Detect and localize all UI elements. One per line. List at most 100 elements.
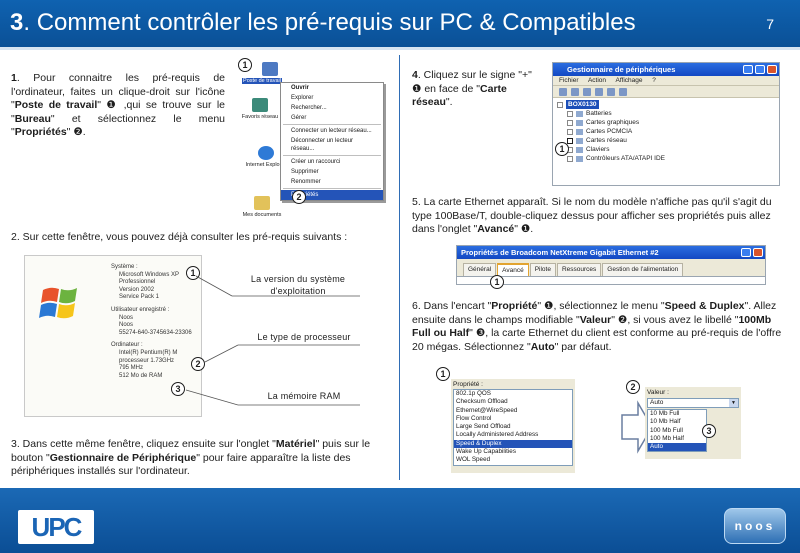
expand-icon[interactable]	[567, 128, 573, 135]
menu-help[interactable]: ?	[652, 77, 656, 84]
expand-icon[interactable]	[567, 137, 573, 144]
tab-ressources[interactable]: Ressources	[556, 263, 602, 276]
close-icon[interactable]	[767, 65, 777, 74]
help-icon[interactable]	[741, 248, 751, 257]
tab-pilote[interactable]: Pilote	[529, 263, 556, 276]
menu-action[interactable]: Action	[587, 77, 607, 84]
valeur-item[interactable]: 10 Mb Half	[650, 418, 681, 426]
footer-bar: UPC noos	[0, 488, 800, 553]
minimize-icon[interactable]	[743, 65, 753, 74]
property-item-speed-duplex[interactable]: Speed & Duplex	[454, 439, 572, 449]
menu-item-supprimer[interactable]: Supprimer	[291, 169, 319, 175]
property-item[interactable]: Wake Up Capabilities	[456, 448, 516, 456]
properties-icon[interactable]	[583, 88, 591, 96]
valeur-item[interactable]: 100 Mb Half	[650, 434, 684, 442]
valeur-item[interactable]: 10 Mb Full	[650, 410, 680, 417]
menu-separator	[283, 188, 381, 189]
windows-flag-icon	[39, 287, 77, 319]
valeur-list[interactable]: 10 Mb Full 10 Mb Half 100 Mb Full 100 Mb…	[647, 409, 707, 453]
display-icon	[576, 119, 583, 126]
marker-2-valeur: 2	[626, 380, 640, 394]
network-icon	[252, 98, 268, 112]
property-item[interactable]: Flow Control	[456, 414, 492, 422]
battery-icon	[576, 110, 583, 117]
expand-icon[interactable]	[567, 119, 573, 126]
menu-item-gerer[interactable]: Gérer	[291, 115, 307, 121]
menu-item-deconnecter-lecteur[interactable]: Déconnecter un lecteur réseau...	[291, 138, 354, 152]
keyboard-icon	[576, 146, 583, 153]
chevron-down-icon[interactable]: ▼	[729, 399, 738, 407]
step1-text: 1. Pour connaitre les pré-requis de l'or…	[11, 72, 225, 138]
menu-item-rechercher[interactable]: Rechercher...	[291, 105, 327, 111]
device-manager-window: Gestionnaire de périphériques Fichier Ac…	[552, 62, 780, 186]
property-item[interactable]: Ethernet@WireSpeed	[456, 406, 518, 414]
back-icon[interactable]	[559, 88, 567, 96]
network-card-icon	[576, 137, 583, 144]
tree-item-batteries[interactable]: Batteries	[567, 109, 775, 118]
menu-affichage[interactable]: Affichage	[615, 77, 643, 84]
column-divider	[399, 55, 400, 480]
step4-text: 4. Cliquez sur le signe "+" ❶ en face de…	[412, 69, 532, 108]
property-item[interactable]: 802.1p QOS	[456, 390, 492, 397]
tree-item-controleurs-ide[interactable]: Contrôleurs ATA/ATAPI IDE	[567, 154, 775, 163]
property-panel: Propriété : 802.1p QOS Checksum Offload …	[451, 379, 575, 473]
menu-item-connecter-lecteur[interactable]: Connecter un lecteur réseau...	[291, 128, 372, 134]
tree-item-cartes-pcmcia[interactable]: Cartes PCMCIA	[567, 127, 775, 136]
ide-controller-icon	[576, 155, 583, 162]
property-item[interactable]: WOL Speed	[456, 456, 491, 464]
expand-icon[interactable]	[567, 110, 573, 117]
expand-icon[interactable]	[567, 155, 573, 162]
desktop-icon-poste-de-travail[interactable]: Poste de travail	[240, 62, 284, 84]
property-item[interactable]: Locally Administered Address	[456, 431, 539, 439]
tree-item-cartes-graphiques[interactable]: Cartes graphiques	[567, 118, 775, 127]
window-controls	[743, 65, 777, 74]
valeur-item-auto[interactable]: Auto	[648, 443, 706, 452]
property-list[interactable]: 802.1p QOS Checksum Offload Ethernet@Wir…	[453, 389, 573, 466]
menu-item-renommer[interactable]: Renommer	[291, 179, 321, 185]
step5-text: 5. La carte Ethernet apparaît. Si le nom…	[412, 196, 772, 235]
upc-logo: UPC	[18, 510, 94, 544]
tab-general[interactable]: Général	[463, 263, 497, 276]
broadcom-titlebar: Propriétés de Broadcom NetXtreme Gigabit…	[457, 246, 765, 259]
menu-separator	[283, 155, 381, 156]
desktop-screenshot: 1 Poste de travail Favoris réseau Intern…	[236, 58, 386, 218]
tree-root[interactable]: BOX0130	[557, 100, 775, 109]
caption-os-version: La version du système d'exploitation	[250, 274, 346, 296]
menu-item-ouvrir[interactable]: Ouvrir	[291, 85, 310, 91]
desktop-icon-favoris-reseau[interactable]: Favoris réseau	[238, 98, 282, 120]
desktop-icon-mes-documents[interactable]: Mes documents	[240, 196, 284, 218]
tab-avance[interactable]: Avancé	[497, 263, 529, 276]
menu-fichier[interactable]: Fichier	[559, 77, 579, 84]
forward-icon[interactable]	[571, 88, 579, 96]
menu-item-explorer[interactable]: Explorer	[291, 95, 314, 101]
help-icon[interactable]	[607, 88, 615, 96]
desktop-icon-internet-explorer[interactable]: Internet Explorer	[244, 146, 288, 168]
close-icon[interactable]	[753, 248, 763, 257]
connector-lines	[185, 275, 360, 406]
step6-text: 6. Dans l'encart "Propriété" ❶, sélectio…	[412, 300, 782, 353]
window-controls	[741, 248, 763, 257]
property-item[interactable]: Large Send Offload	[456, 423, 511, 431]
valeur-item[interactable]: 100 Mb Full	[650, 426, 683, 434]
device-tree: BOX0130 Batteries Cartes graphiques Cart…	[553, 98, 779, 165]
windows-logo	[39, 284, 83, 322]
step2-text: 2. Sur cette fenêtre, vous pouvez déjà c…	[11, 231, 348, 243]
marker-1-desktop: 1	[238, 58, 252, 72]
broadcom-tabs: Général Avancé Pilote Ressources Gestion…	[457, 259, 765, 277]
valeur-dropdown[interactable]: Auto ▼	[647, 398, 739, 408]
tree-item-cartes-reseau[interactable]: Cartes réseau	[567, 136, 775, 145]
property-item[interactable]: Checksum Offload	[456, 398, 508, 406]
scan-icon[interactable]	[619, 88, 627, 96]
tree-item-claviers[interactable]: Claviers	[567, 145, 775, 154]
device-manager-titlebar: Gestionnaire de périphériques	[553, 63, 779, 76]
collapse-icon[interactable]	[557, 101, 563, 108]
tab-gestion-alimentation[interactable]: Gestion de l'alimentation	[602, 263, 684, 276]
print-icon[interactable]	[595, 88, 603, 96]
maximize-icon[interactable]	[755, 65, 765, 74]
menu-item-creer-raccourci[interactable]: Créer un raccourci	[291, 159, 341, 165]
device-manager-menubar: Fichier Action Affichage ?	[553, 76, 779, 86]
menu-separator	[283, 124, 381, 125]
computer-icon	[262, 62, 278, 76]
folder-icon	[254, 196, 270, 210]
broadcom-properties-window: Propriétés de Broadcom NetXtreme Gigabit…	[456, 245, 766, 285]
